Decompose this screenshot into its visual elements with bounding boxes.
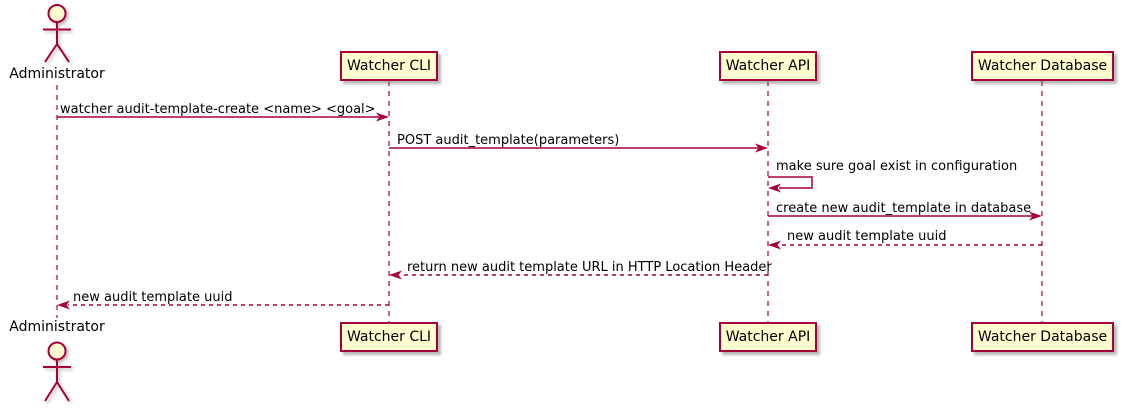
message-line-3-self-loop <box>768 176 813 189</box>
participant-label-watcher-api: Watcher API <box>725 58 811 74</box>
participant-box-watcher-api-bottom: Watcher API <box>719 322 817 352</box>
message-arrowhead-4 <box>1029 211 1042 221</box>
participant-label-watcher-cli: Watcher CLI <box>346 329 432 345</box>
participant-box-watcher-database-bottom: Watcher Database <box>971 322 1114 352</box>
message-label-3: make sure goal exist in configuration <box>776 159 1018 174</box>
message-arrowhead-7 <box>57 300 70 310</box>
actor-label-administrator-top: Administrator <box>9 66 105 82</box>
message-label-7: new audit template uuid <box>73 290 233 305</box>
participant-box-watcher-database-top: Watcher Database <box>971 51 1114 81</box>
message-label-4: create new audit_template in database <box>776 201 1032 216</box>
participant-box-watcher-cli-bottom: Watcher CLI <box>340 322 438 352</box>
participant-label-watcher-database: Watcher Database <box>977 58 1108 74</box>
actor-label-administrator-bottom: Administrator <box>9 319 105 335</box>
message-arrowhead-1 <box>376 112 389 122</box>
message-label-6: return new audit template URL in HTTP Lo… <box>407 260 772 275</box>
message-arrowhead-2 <box>755 143 768 153</box>
participant-label-watcher-api: Watcher API <box>725 329 811 345</box>
message-arrowhead-5 <box>768 240 781 250</box>
message-arrowhead-6 <box>389 270 402 280</box>
message-arrowhead-3 <box>768 183 781 193</box>
participant-box-watcher-api-top: Watcher API <box>719 51 817 81</box>
message-label-2: POST audit_template(parameters) <box>397 133 620 148</box>
participant-label-watcher-cli: Watcher CLI <box>346 58 432 74</box>
participant-box-watcher-cli-top: Watcher CLI <box>340 51 438 81</box>
actor-icon <box>43 341 71 402</box>
message-label-1: watcher audit-template-create <name> <go… <box>60 102 376 117</box>
actor-icon <box>43 4 71 63</box>
message-label-5: new audit template uuid <box>787 229 947 244</box>
participant-label-watcher-database: Watcher Database <box>977 329 1108 345</box>
